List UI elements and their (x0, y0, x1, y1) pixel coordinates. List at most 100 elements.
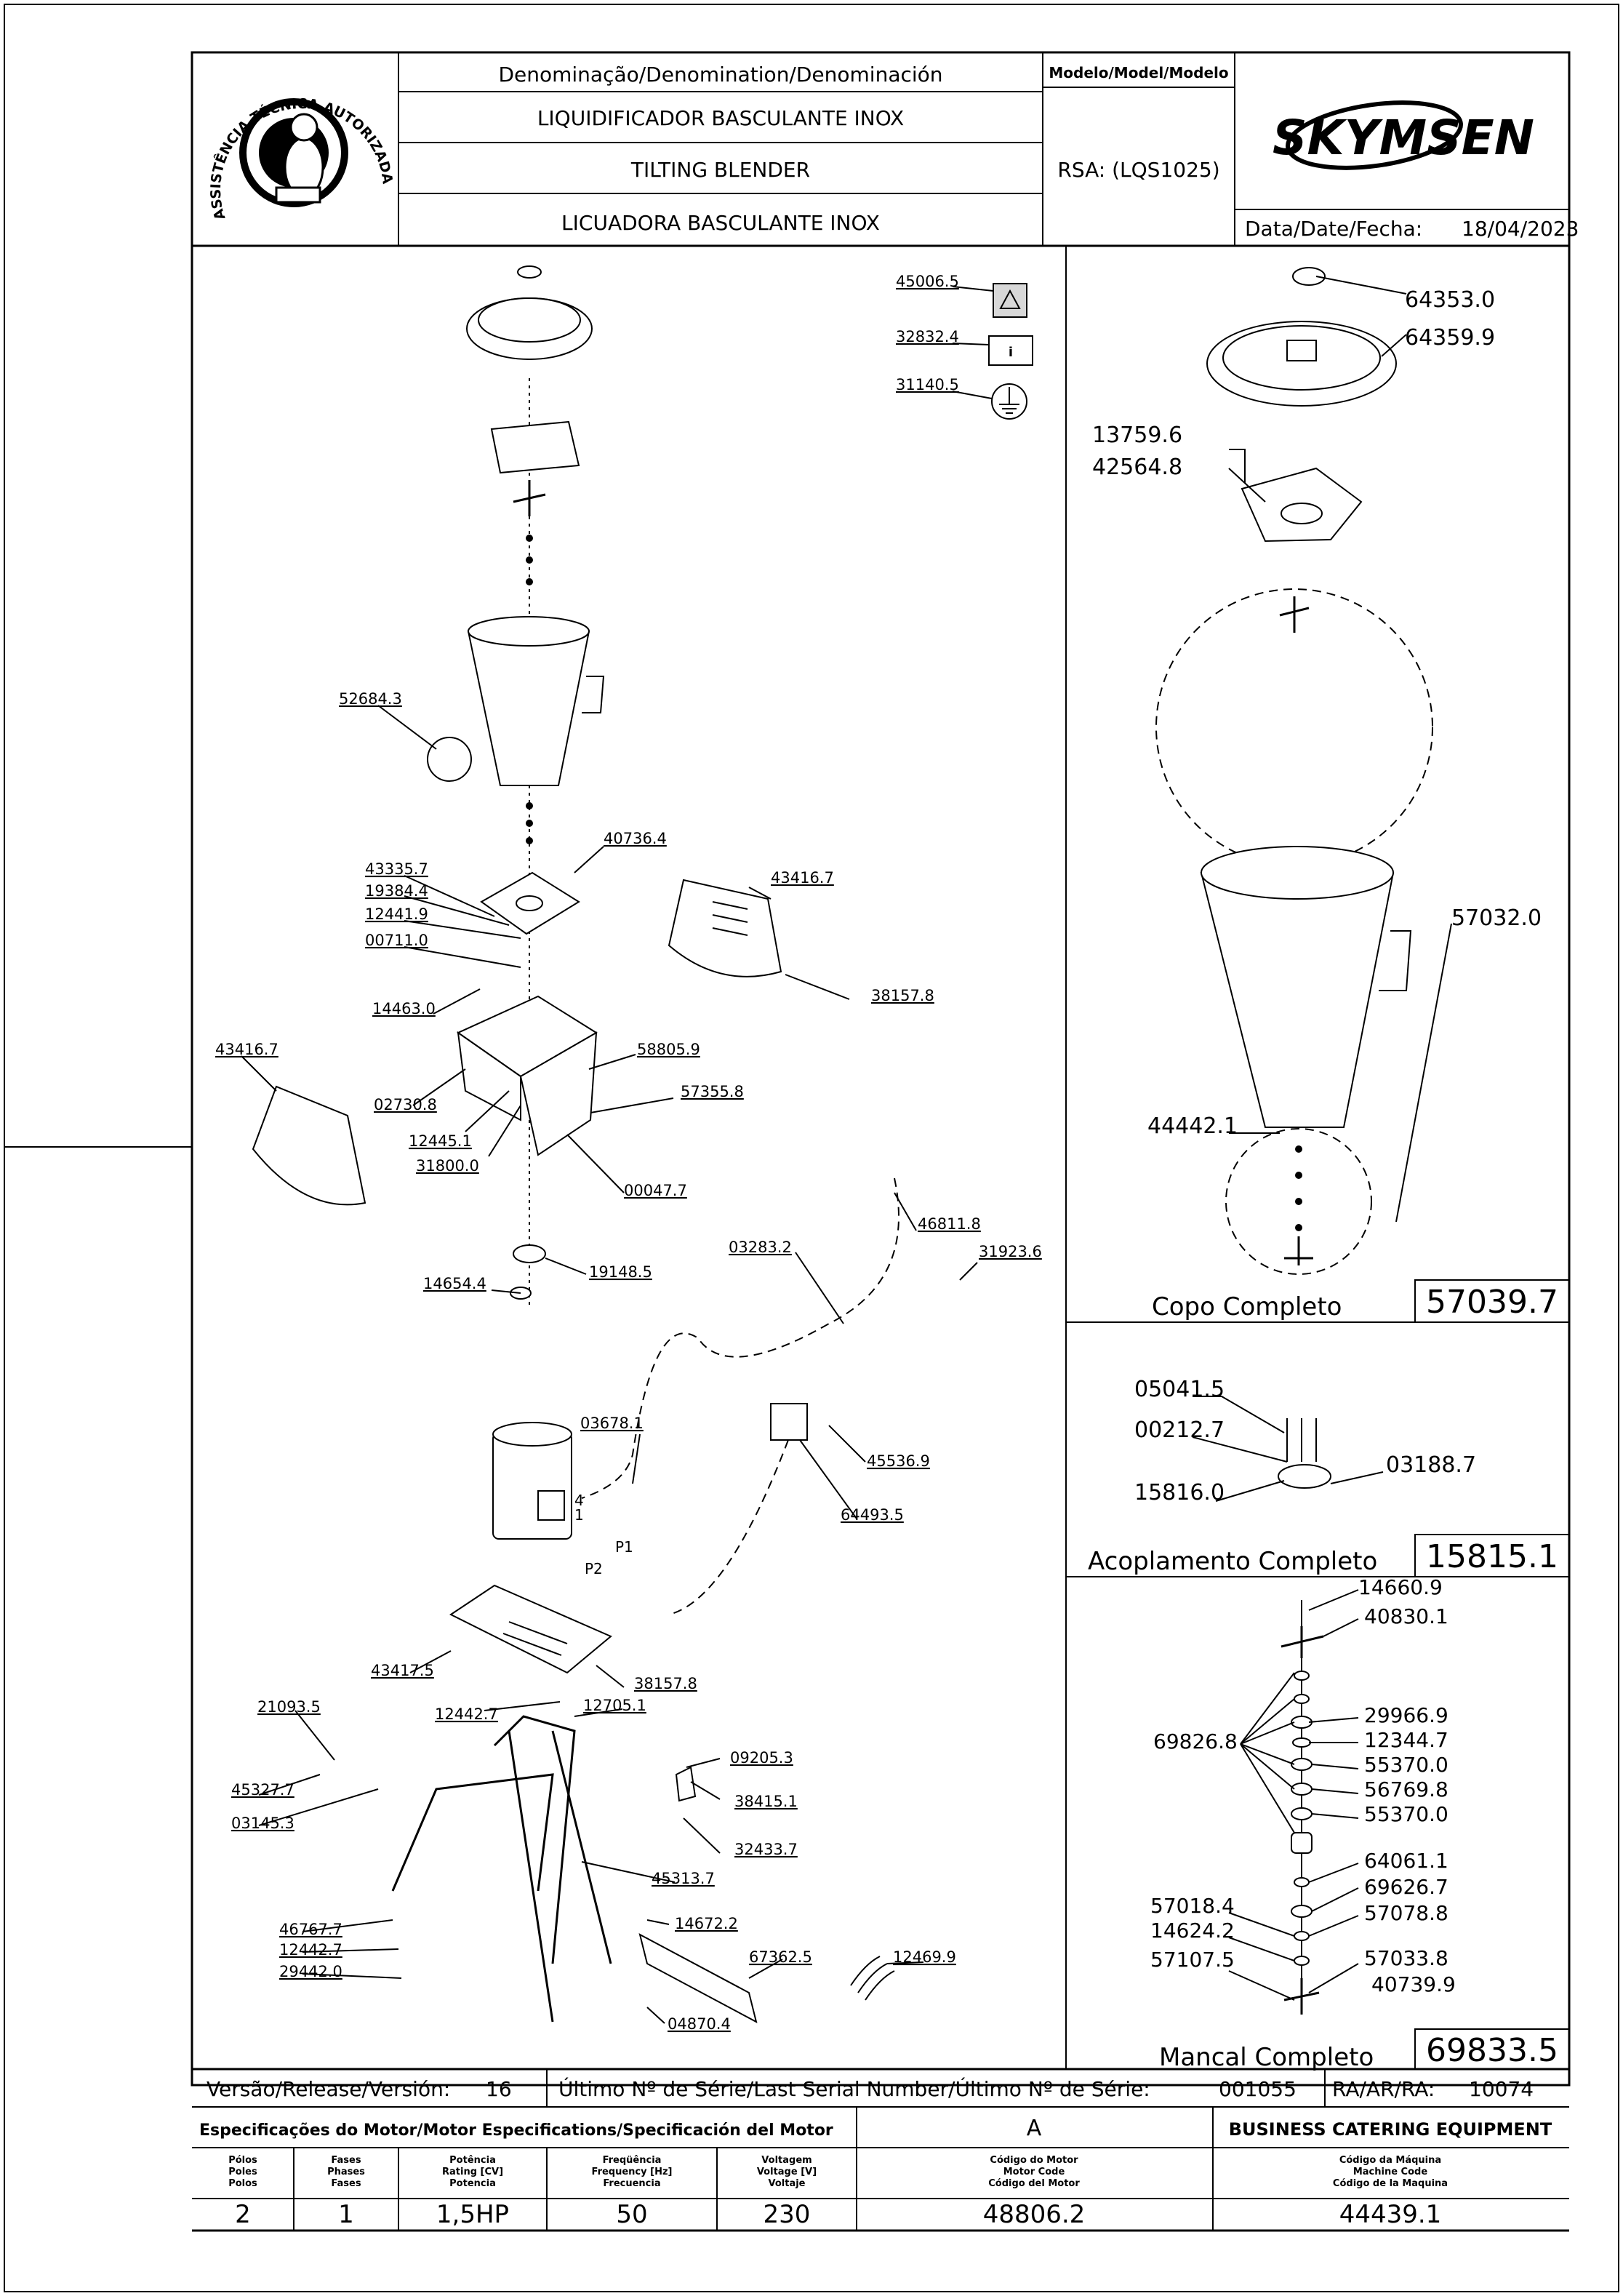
part-label: 43416.7 (771, 869, 834, 887)
col-header: Código da Máquina (1339, 2155, 1441, 2166)
version-label: Versão/Release/Versión: (207, 2077, 450, 2101)
part-label: 19384.4 (365, 882, 428, 900)
mancal-part-label: 40830.1 (1364, 1604, 1448, 1628)
part-label: 45536.9 (867, 1452, 930, 1470)
col-value: 48806.2 (983, 2200, 1086, 2229)
mancal-completo-section: 14660.9 40830.1 69826.8 29966.9 12344.7 … (1150, 1575, 1570, 2072)
copo-part-label: 57032.0 (1451, 905, 1542, 931)
motor-class: A (1027, 2116, 1042, 2141)
wire-label: P1 (615, 1538, 633, 1556)
col-header: Voltagem (761, 2155, 812, 2166)
col-header: Rating [CV] (442, 2167, 503, 2177)
part-label: 21093.5 (257, 1698, 321, 1716)
acoplamento-part-label: 15816.0 (1134, 1480, 1225, 1505)
mancal-part-label: 29966.9 (1364, 1703, 1448, 1727)
col-header: Potencia (449, 2178, 496, 2189)
col-header: Frecuencia (603, 2178, 660, 2189)
col-header: Frequency [Hz] (592, 2167, 673, 2177)
name-es: LICUADORA BASCULANTE INOX (561, 211, 880, 235)
mancal-part-label: 55370.0 (1364, 1802, 1448, 1826)
part-label: 46811.8 (918, 1215, 981, 1233)
col-value: 1 (338, 2200, 354, 2229)
part-label: 31800.0 (416, 1157, 479, 1175)
part-label: 12442.7 (279, 1941, 342, 1959)
mancal-part-label: 69626.7 (1364, 1875, 1448, 1899)
model-value: RSA: (LQS1025) (1057, 158, 1219, 182)
mancal-part-label: 12344.7 (1364, 1728, 1448, 1752)
part-label: 45313.7 (652, 1870, 715, 1887)
part-label: 04870.4 (668, 2015, 731, 2033)
part-label: 00047.7 (624, 1182, 687, 1199)
col-value: 50 (616, 2200, 647, 2229)
col-value: 230 (764, 2200, 811, 2229)
mancal-part-label: 57018.4 (1150, 1894, 1235, 1918)
brand-name: SKYMSEN (1273, 110, 1534, 166)
copo-code: 57039.7 (1426, 1284, 1558, 1321)
acoplamento-part-label: 05041.5 (1134, 1377, 1225, 1402)
col-header: Poles (228, 2167, 257, 2177)
part-label: 45006.5 (896, 273, 959, 290)
denomination-title: Denominação/Denomination/Denominación (498, 63, 942, 87)
ra-label: RA/AR/RA: (1332, 2077, 1435, 2101)
part-label: 38157.8 (871, 987, 934, 1004)
part-label: 64493.5 (841, 1506, 904, 1524)
wire-label: 4 (574, 1492, 584, 1509)
part-label: 12469.9 (893, 1948, 956, 1966)
mancal-part-label: 57033.8 (1364, 1946, 1448, 1970)
part-label: 46767.7 (279, 1921, 342, 1938)
part-label: 03145.3 (231, 1815, 294, 1832)
part-label: 38415.1 (734, 1793, 798, 1810)
part-label: 57355.8 (681, 1083, 744, 1100)
mancal-part-label: 57107.5 (1150, 1948, 1235, 1972)
col-header: Fases (331, 2155, 361, 2166)
wire-label: 1 (574, 1506, 584, 1524)
authorized-assistance-logo: ASSISTÊNCIA TÉCNICA AUTORIZADA (208, 96, 396, 222)
col-value: 44439.1 (1339, 2200, 1442, 2229)
part-label: 52684.3 (339, 690, 402, 708)
part-label: 14672.2 (675, 1915, 738, 1932)
copo-part-label: 44442.1 (1147, 1113, 1238, 1139)
acoplamento-completo-section: 05041.5 00212.7 03188.7 15816.0 Acoplame… (1088, 1377, 1570, 1577)
acoplamento-code: 15815.1 (1426, 1538, 1558, 1575)
part-label: 09205.3 (730, 1749, 793, 1767)
col-header: Motor Code (1003, 2167, 1065, 2177)
part-label: 03283.2 (729, 1239, 792, 1256)
part-label: 67362.5 (749, 1948, 812, 1966)
skymsen-brand-logo: SKYMSEN (1273, 100, 1534, 170)
svg-text:i: i (1009, 345, 1013, 360)
col-header: Polos (228, 2178, 257, 2189)
part-label: 38157.8 (634, 1675, 697, 1692)
col-header: Freqüência (603, 2155, 662, 2166)
mancal-part-label: 14624.2 (1150, 1919, 1235, 1943)
model-label: Modelo/Model/Modelo (1049, 64, 1228, 81)
col-header: Potência (449, 2155, 496, 2166)
col-header: Voltaje (769, 2178, 806, 2189)
part-label: 43417.5 (371, 1662, 434, 1679)
wire-labels: 4 1 P1 P2 (574, 1492, 633, 1577)
main-part-labels: 45006.5 32832.4 31140.5 52684.3 40736.4 … (215, 273, 1042, 2033)
part-label: 43416.7 (215, 1041, 278, 1058)
part-label: 02730.8 (374, 1096, 437, 1113)
date-label: Data/Date/Fecha: (1245, 217, 1422, 241)
part-label: 32832.4 (896, 328, 959, 345)
col-value: 1,5HP (436, 2200, 509, 2229)
date-value: 18/04/2023 (1462, 217, 1579, 241)
title-block (192, 52, 1569, 247)
part-label: 12705.1 (583, 1697, 646, 1714)
mancal-part-label: 40739.9 (1371, 1972, 1456, 1996)
copo-completo-section: 64353.0 64359.9 13759.6 42564.8 57032.0 … (1092, 267, 1570, 1323)
part-label: 43335.7 (365, 860, 428, 878)
mancal-part-label: 64061.1 (1364, 1849, 1448, 1873)
mancal-code: 69833.5 (1426, 2032, 1558, 2069)
col-header: Voltage [V] (757, 2167, 817, 2177)
drawing-frame (191, 51, 1571, 2087)
mancal-part-label: 57078.8 (1364, 1901, 1448, 1925)
part-label: 14654.4 (423, 1275, 486, 1292)
part-label: 12442.7 (435, 1705, 498, 1723)
part-label: 58805.9 (637, 1041, 700, 1058)
part-label: 12441.9 (365, 905, 428, 923)
serial-label: Último Nº de Série/Last Serial Number/Úl… (558, 2076, 1150, 2101)
col-header: Código del Motor (988, 2178, 1080, 2189)
sheet-border (4, 4, 1619, 2292)
part-label: 45327.7 (231, 1781, 294, 1799)
